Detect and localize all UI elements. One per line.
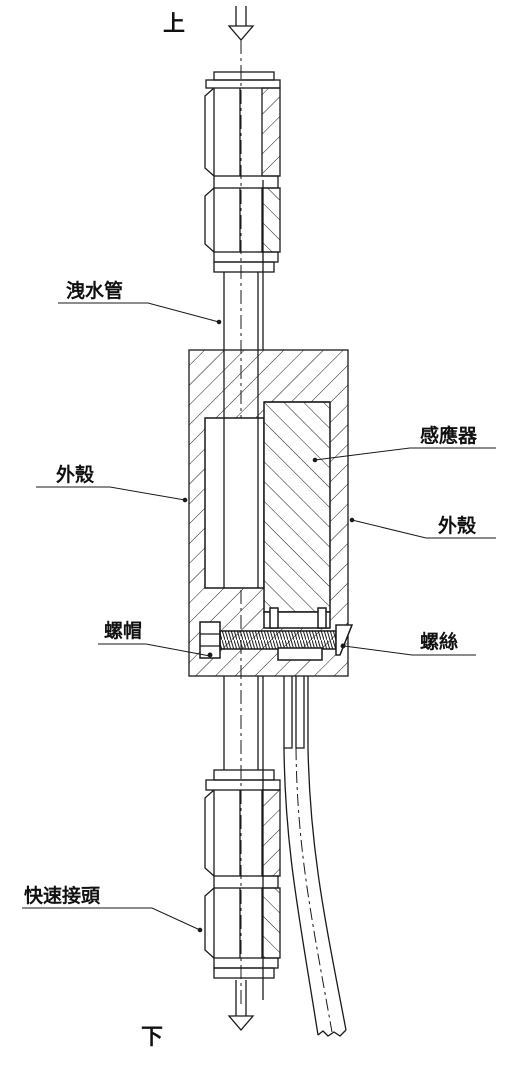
housing-block <box>188 349 349 677</box>
leader-housing-right <box>351 519 496 539</box>
label-quick-connector: 快速接頭 <box>24 884 101 907</box>
direction-bottom-label: 下 <box>141 1025 163 1050</box>
outlet-arrow <box>227 980 255 1031</box>
label-drain-pipe: 洩水管 <box>66 279 123 302</box>
inlet-arrow <box>227 6 255 41</box>
label-screw: 螺絲 <box>420 630 458 653</box>
sensor-cable <box>283 676 347 1037</box>
leader-quick-connector <box>22 907 201 931</box>
leader-drain-pipe <box>58 302 220 323</box>
label-sensor: 感應器 <box>420 424 478 447</box>
leader-housing-left <box>36 486 186 501</box>
bottom-quick-connector <box>204 769 281 979</box>
screw-assembly <box>199 621 353 661</box>
leader-lines <box>22 302 496 933</box>
label-nut: 螺帽 <box>104 619 142 642</box>
drain-pipe-upper <box>223 180 264 350</box>
direction-top-label: 上 <box>163 12 185 37</box>
label-housing-right: 外殼 <box>438 514 477 537</box>
leader-screw <box>343 645 476 656</box>
leader-nut <box>98 643 211 657</box>
label-housing-left: 外殼 <box>56 463 95 486</box>
leader-sensor <box>314 447 496 461</box>
top-quick-connector <box>204 71 281 273</box>
drain-pipe-lower <box>223 676 264 1000</box>
